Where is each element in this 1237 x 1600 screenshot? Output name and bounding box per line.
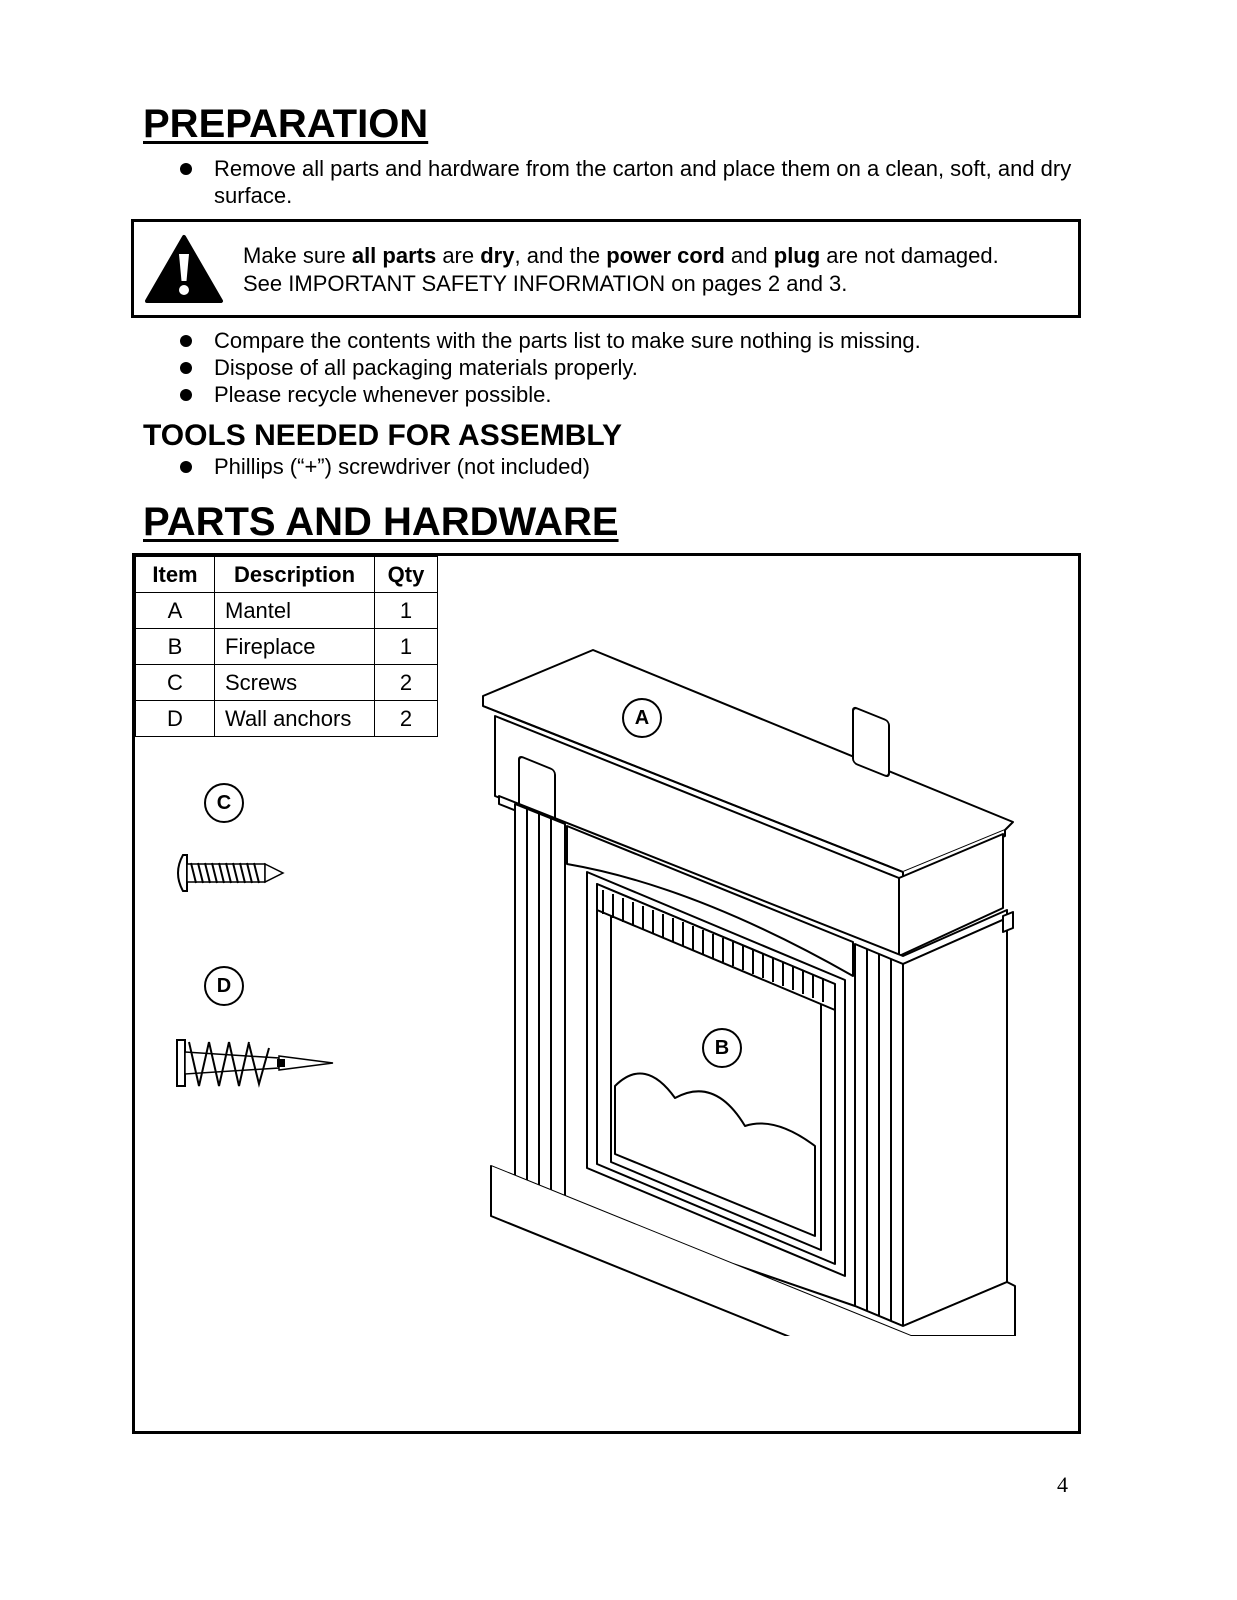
warning-text-segment: , and the — [514, 243, 607, 268]
cell-item: C — [135, 664, 215, 701]
cell-description: Mantel — [214, 592, 375, 629]
tools-heading: TOOLS NEEDED FOR ASSEMBLY — [143, 419, 622, 452]
list-item: Dispose of all packaging materials prope… — [143, 354, 1083, 381]
parts-box: Item Description Qty A Mantel 1 B Firepl… — [132, 553, 1081, 1434]
warning-emphasis: dry — [480, 243, 515, 268]
callout-d: D — [204, 966, 244, 1006]
cell-qty: 1 — [374, 592, 438, 629]
callout-b: B — [702, 1028, 742, 1068]
preparation-heading: PREPARATION — [143, 102, 429, 146]
cell-item: A — [135, 592, 215, 629]
table-row: D Wall anchors 2 — [135, 700, 438, 737]
list-item: Phillips (“+”) screwdriver (not included… — [143, 453, 1083, 480]
warning-emphasis: power cord — [606, 243, 725, 268]
cell-description: Fireplace — [214, 628, 375, 665]
tools-list: Phillips (“+”) screwdriver (not included… — [143, 453, 1083, 480]
callout-a: A — [622, 698, 662, 738]
warning-text: Make sure all parts are dry, and the pow… — [243, 242, 999, 298]
table-row: B Fireplace 1 — [135, 628, 438, 665]
table-header-row: Item Description Qty — [135, 556, 438, 593]
cell-qty: 2 — [374, 700, 438, 737]
cell-description: Screws — [214, 664, 375, 701]
warning-emphasis: all parts — [351, 243, 437, 268]
list-item: Remove all parts and hardware from the c… — [143, 155, 1083, 209]
cell-qty: 2 — [374, 664, 438, 701]
list-item: Please recycle whenever possible. — [143, 381, 1083, 408]
wall-anchor-illustration — [176, 1039, 334, 1088]
preparation-list-top: Remove all parts and hardware from the c… — [143, 155, 1083, 209]
parts-heading: PARTS AND HARDWARE — [143, 500, 619, 544]
column-header-qty: Qty — [374, 556, 438, 593]
preparation-list-bottom: Compare the contents with the parts list… — [143, 327, 1083, 408]
callout-c: C — [204, 783, 244, 823]
warning-text-segment: are not damaged. — [820, 243, 999, 268]
column-header-description: Description — [214, 556, 375, 593]
screw-illustration — [177, 854, 285, 892]
warning-triangle-icon — [145, 235, 223, 303]
warning-emphasis: plug — [773, 243, 821, 268]
cell-description: Wall anchors — [214, 700, 375, 737]
list-item: Compare the contents with the parts list… — [143, 327, 1083, 354]
warning-text-segment: are — [436, 243, 481, 268]
cell-item: D — [135, 700, 215, 737]
table-row: C Screws 2 — [135, 664, 438, 701]
column-header-item: Item — [135, 556, 215, 593]
fireplace-illustration — [482, 649, 1016, 1336]
warning-box: Make sure all parts are dry, and the pow… — [131, 219, 1081, 318]
warning-text-segment: Make sure — [243, 243, 352, 268]
table-row: A Mantel 1 — [135, 592, 438, 629]
warning-line-1: Make sure all parts are dry, and the pow… — [243, 242, 999, 270]
warning-line-2: See IMPORTANT SAFETY INFORMATION on page… — [243, 271, 848, 296]
warning-text-segment: and — [724, 243, 774, 268]
parts-table: Item Description Qty A Mantel 1 B Firepl… — [135, 556, 438, 737]
page-number: 4 — [1057, 1472, 1068, 1497]
cell-qty: 1 — [374, 628, 438, 665]
cell-item: B — [135, 628, 215, 665]
